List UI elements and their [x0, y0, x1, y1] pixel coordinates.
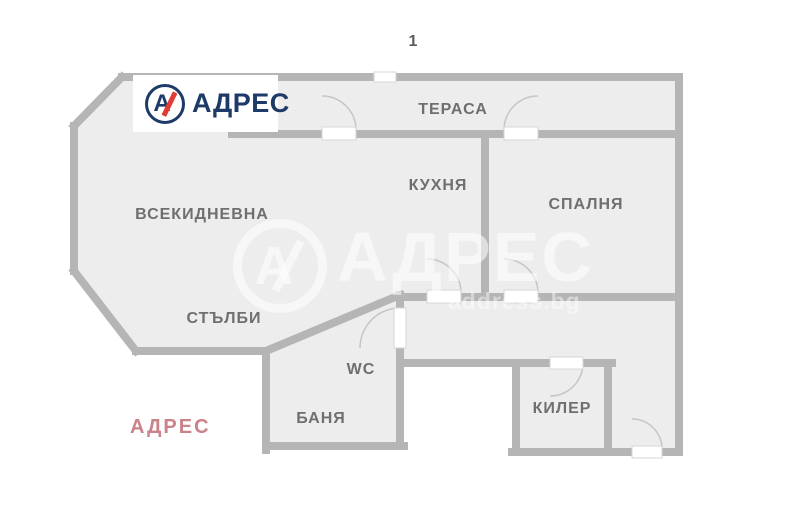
- wall-stairs-bathroom-diagonal: [260, 289, 406, 357]
- wall-right: [675, 73, 683, 456]
- wall-wc-right: [396, 291, 404, 450]
- door-gap-terrace-bedroom: [503, 126, 539, 141]
- room-pantry-fill: [512, 359, 612, 456]
- wall-pantry-right: [604, 359, 612, 456]
- wall-pantry-top: [396, 359, 616, 367]
- room-label-bedroom: СПАЛНЯ: [548, 196, 624, 213]
- wall-chamfer-bottomleft: [68, 265, 142, 357]
- room-label-kitchen: КУХНЯ: [408, 177, 468, 194]
- room-bedroom-fill: [489, 77, 679, 301]
- door-gap-kitchen: [426, 289, 462, 304]
- wall-bottom-right: [508, 448, 683, 456]
- wall-chamfer-topleft: [68, 71, 128, 132]
- room-living-kitchen-fill: [74, 77, 489, 352]
- room-label-stairs: СТЪЛБИ: [186, 310, 262, 327]
- wall-top: [118, 73, 683, 81]
- wall-bathroom-left: [262, 347, 270, 454]
- door-gap-entry: [631, 445, 663, 459]
- wall-stairs-bottom: [132, 347, 270, 355]
- door-gap-wc: [393, 307, 407, 349]
- wall-pantry-left: [512, 359, 520, 456]
- door-gaps: [321, 71, 663, 459]
- room-bathroom-fill: [266, 295, 400, 450]
- wall-terrace-bottom: [228, 130, 683, 138]
- door-arcs: [321, 95, 663, 450]
- door-arc-wc: [359, 307, 401, 349]
- agency-logo-circle-icon: А: [145, 83, 185, 124]
- room-label-pantry: КИЛЕР: [532, 400, 592, 417]
- door-gap-bedroom: [503, 289, 539, 304]
- room-fills: [74, 77, 679, 456]
- door-arc-terrace-living: [321, 95, 357, 131]
- door-arc-kitchen: [426, 258, 462, 294]
- wall-bathroom-bottom: [262, 442, 408, 450]
- footer-brand-text: АДРЕС: [130, 416, 211, 438]
- door-arc-terrace-bedroom: [503, 95, 539, 131]
- wall-kitchen-bedroom-divider: [481, 130, 489, 301]
- door-gap-pantry: [549, 356, 584, 370]
- room-label-terrace: ТЕРАСА: [418, 101, 488, 118]
- room-label-wc: WC: [346, 361, 376, 378]
- door-arc-bedroom: [503, 258, 539, 294]
- wall-kitchen-bedroom-bottom: [396, 293, 683, 301]
- walls: [68, 71, 683, 456]
- door-gap-terrace-living: [321, 126, 357, 141]
- agency-logo: А АДРЕС: [133, 75, 289, 132]
- agency-logo-text: АДРЕС: [192, 88, 290, 118]
- window-gap-top-wall: [373, 71, 397, 83]
- room-hallway-leg-fill: [604, 293, 679, 456]
- door-arc-entry: [631, 418, 663, 450]
- room-label-living: ВСЕКИДНЕВНА: [135, 206, 269, 223]
- wall-left: [70, 122, 78, 275]
- page-number: 1: [408, 33, 418, 50]
- room-label-bathroom: БАНЯ: [296, 410, 346, 427]
